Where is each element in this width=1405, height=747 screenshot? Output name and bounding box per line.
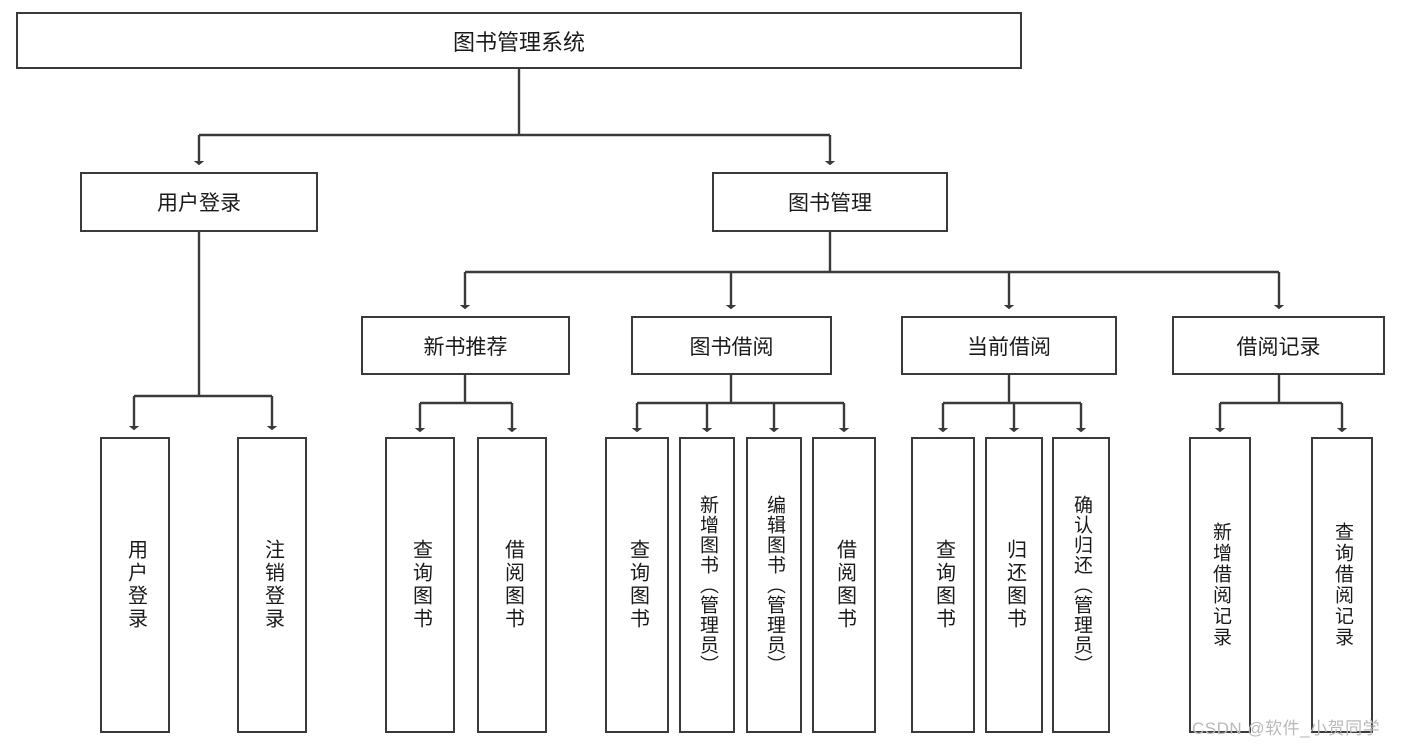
node-label: 借阅记录 xyxy=(1236,335,1321,359)
node-label: 查询图书 xyxy=(932,539,955,631)
node-label: 查询图书 xyxy=(626,539,649,631)
leaf-user-login[interactable]: 用户登录 xyxy=(100,437,170,733)
node-label: 用户登录 xyxy=(157,192,241,215)
node-label: 图书管理 xyxy=(788,192,872,215)
leaf-edit-book-admin[interactable]: 编辑图书（管理员） xyxy=(746,437,802,733)
node-book-management[interactable]: 图书管理 xyxy=(712,172,948,232)
leaf-query-book-borrow[interactable]: 查询图书 xyxy=(605,437,669,733)
node-label: 新增借阅记录 xyxy=(1209,522,1231,648)
node-label: 借阅图书 xyxy=(833,539,856,631)
leaf-logout[interactable]: 注销登录 xyxy=(237,437,307,733)
node-label: 归还图书 xyxy=(1003,539,1026,631)
node-user-login[interactable]: 用户登录 xyxy=(80,172,318,232)
watermark-credit: CSDN @软件_小贺同学 xyxy=(1192,719,1381,738)
node-label: 查询图书 xyxy=(409,539,432,631)
node-book-borrow[interactable]: 图书借阅 xyxy=(631,316,832,375)
leaf-query-borrow-record[interactable]: 查询借阅记录 xyxy=(1311,437,1373,733)
node-label: 注销登录 xyxy=(261,539,284,631)
node-label: 用户登录 xyxy=(124,539,147,631)
node-label: 借阅图书 xyxy=(501,539,524,631)
node-label: 当前借阅 xyxy=(967,335,1051,359)
node-label: 图书借阅 xyxy=(689,335,774,359)
leaf-query-book-current[interactable]: 查询图书 xyxy=(911,437,975,733)
node-current-borrow[interactable]: 当前借阅 xyxy=(901,316,1117,375)
node-root-system[interactable]: 图书管理系统 xyxy=(16,12,1022,69)
leaf-return-book[interactable]: 归还图书 xyxy=(985,437,1043,733)
node-label: 确认归还（管理员） xyxy=(1070,495,1092,675)
node-label: 新增图书（管理员） xyxy=(696,495,718,675)
node-new-book-recommend[interactable]: 新书推荐 xyxy=(361,316,570,375)
leaf-add-borrow-record[interactable]: 新增借阅记录 xyxy=(1189,437,1251,733)
node-label: 新书推荐 xyxy=(423,335,508,359)
leaf-add-book-admin[interactable]: 新增图书（管理员） xyxy=(679,437,735,733)
node-borrow-record[interactable]: 借阅记录 xyxy=(1172,316,1385,375)
leaf-confirm-return-admin[interactable]: 确认归还（管理员） xyxy=(1052,437,1110,733)
node-label: 查询借阅记录 xyxy=(1331,522,1353,648)
leaf-borrow-book-recommend[interactable]: 借阅图书 xyxy=(477,437,547,733)
node-label: 编辑图书（管理员） xyxy=(763,495,785,675)
node-label: 图书管理系统 xyxy=(452,29,585,55)
leaf-query-book-recommend[interactable]: 查询图书 xyxy=(385,437,455,733)
leaf-borrow-book-borrow[interactable]: 借阅图书 xyxy=(812,437,876,733)
